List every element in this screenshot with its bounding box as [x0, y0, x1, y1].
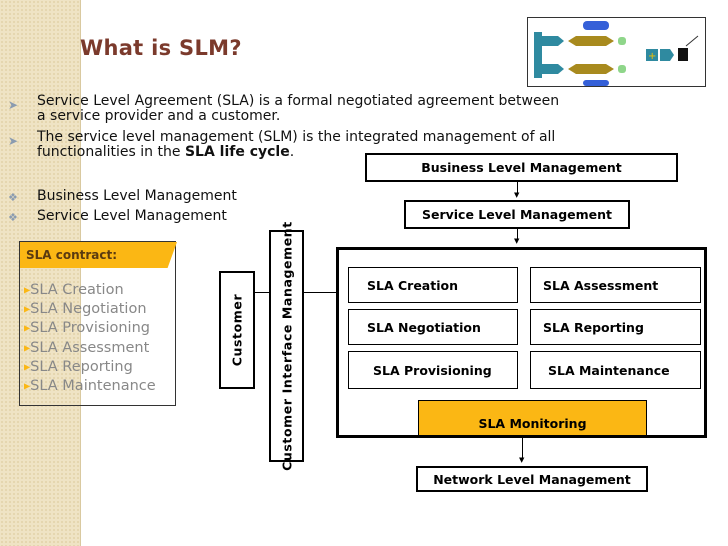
service-level-management-box: Service Level Management [404, 200, 630, 229]
triangle-bullet-icon: ▶ [24, 304, 31, 314]
triangle-bullet-icon: ▶ [24, 323, 31, 333]
arrowhead-icon: ▼ [519, 456, 525, 464]
diamond-bullet-icon: ❖ [8, 191, 18, 204]
connector-line [517, 182, 518, 194]
text: . [289, 144, 295, 160]
sla-maintenance-box: SLA Maintenance [530, 351, 701, 389]
contract-item: ▶SLA Reporting [24, 359, 133, 375]
contract-item: ▶SLA Creation [24, 282, 124, 298]
cim-label: Customer Interface Management [279, 221, 294, 471]
customer-label: Customer [229, 293, 245, 367]
bullet-sla-definition: Service Level Agreement (SLA) is a forma… [37, 94, 559, 124]
contract-item: ▶SLA Assessment [24, 340, 149, 356]
contract-item: ▶SLA Maintenance [24, 378, 156, 394]
sla-provisioning-box: SLA Provisioning [348, 351, 518, 389]
contract-item: ▶SLA Negotiation [24, 301, 147, 317]
bullet-line: a service provider and a customer. [37, 108, 281, 124]
sla-monitoring-box: SLA Monitoring [418, 400, 647, 436]
decorative-side-strip [0, 0, 81, 546]
bullet-line: The service level management (SLM) is th… [37, 129, 556, 145]
sla-assessment-box: SLA Assessment [530, 267, 701, 303]
sub-bullet: Service Level Management [37, 208, 227, 224]
connector-line [522, 438, 523, 458]
sla-contract-box: SLA contract: ▶SLA Creation ▶SLA Negotia… [19, 241, 177, 406]
text: functionalities in the [37, 144, 185, 160]
connector-line [255, 292, 269, 293]
sla-creation-box: SLA Creation [348, 267, 518, 303]
svg-text:+: + [648, 51, 656, 62]
arrowhead-icon: ▼ [514, 191, 520, 199]
bullet-slm-definition: The service level management (SLM) is th… [37, 130, 555, 160]
contract-item-label: SLA Reporting [30, 359, 133, 375]
contract-item-label: SLA Negotiation [30, 301, 147, 317]
workflow-illustration: + [527, 17, 706, 87]
contract-item-label: SLA Creation [30, 282, 124, 298]
diamond-bullet-icon: ❖ [8, 211, 18, 224]
business-level-management-box: Business Level Management [365, 153, 678, 182]
contract-item-label: SLA Maintenance [30, 378, 156, 394]
triangle-bullet-icon: ▶ [24, 381, 31, 391]
bullet-line: functionalities in the SLA life cycle. [37, 145, 555, 160]
triangle-bullet-icon: ▶ [24, 343, 31, 353]
connector-line [304, 292, 336, 293]
slide-title: What is SLM? [80, 36, 242, 60]
bullet-line: Service Level Agreement (SLA) is a forma… [37, 93, 560, 109]
connector-line [517, 229, 518, 239]
contract-item-label: SLA Assessment [30, 340, 150, 356]
arrowhead-icon: ▼ [514, 237, 520, 245]
customer-box: Customer [219, 271, 255, 389]
arrow-bullet-icon: ➤ [8, 98, 19, 112]
network-level-management-box: Network Level Management [416, 466, 648, 492]
customer-interface-management-box: Customer Interface Management [269, 221, 304, 471]
contract-item-label: SLA Provisioning [30, 320, 150, 336]
contract-item: ▶SLA Provisioning [24, 320, 150, 336]
emphasis-text: SLA life cycle [184, 144, 290, 160]
sla-reporting-box: SLA Reporting [530, 309, 701, 345]
sub-bullet: Business Level Management [37, 188, 237, 204]
triangle-bullet-icon: ▶ [24, 285, 31, 295]
sla-contract-header: SLA contract: [20, 242, 177, 268]
triangle-bullet-icon: ▶ [24, 362, 31, 372]
sla-negotiation-box: SLA Negotiation [348, 309, 518, 345]
arrow-bullet-icon: ➤ [8, 134, 19, 148]
